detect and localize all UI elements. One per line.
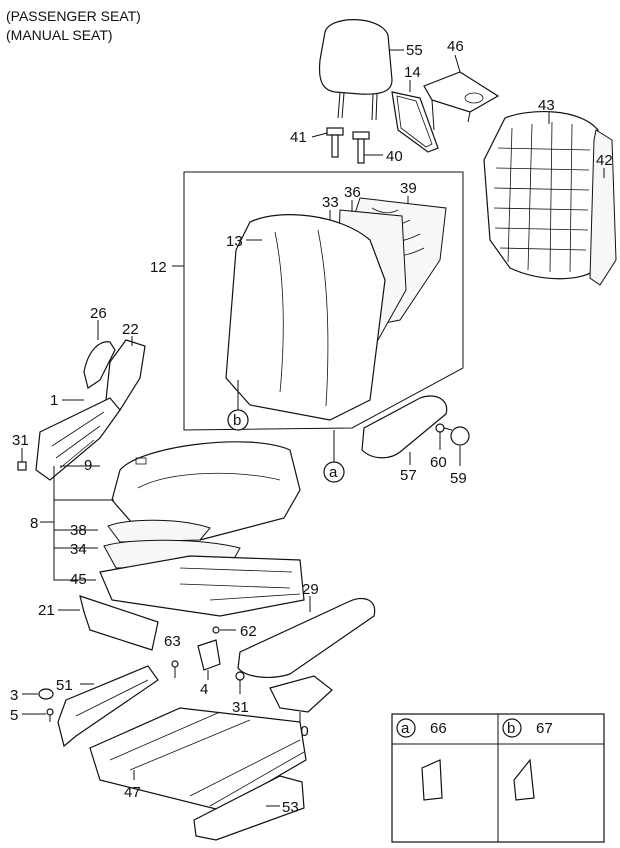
- callout-21: 21: [38, 602, 55, 619]
- cushion-assembly-bracket: [53, 466, 114, 581]
- callout-36: 36: [344, 184, 361, 201]
- callout-46: 46: [447, 38, 464, 55]
- screw-63: [171, 660, 179, 678]
- callout-43: 43: [538, 97, 555, 114]
- callout-59: 59: [450, 470, 467, 487]
- callout-63: 63: [164, 633, 181, 650]
- callout-29: 29: [302, 581, 319, 598]
- seat-back-assembly-box: [183, 171, 464, 431]
- callout-5: 5: [10, 707, 18, 724]
- callout-47: 47: [124, 784, 141, 801]
- seat-cushion: [111, 441, 301, 541]
- rail-cover-51: [57, 665, 159, 748]
- headrest-guide-right: [352, 131, 370, 164]
- bracket-4: [197, 639, 221, 671]
- legend-a-label: a: [401, 720, 410, 737]
- seat-pad-38: [107, 519, 211, 543]
- callout-22: 22: [122, 321, 139, 338]
- callout-33: 33: [322, 194, 339, 211]
- callout-45: 45: [70, 571, 87, 588]
- recliner-knob: [450, 426, 470, 446]
- side-trim-21: [79, 595, 159, 651]
- callout-31-top: 31: [12, 432, 29, 449]
- header-manual-seat: (MANUAL SEAT): [6, 27, 113, 43]
- marker-a: a: [329, 464, 338, 481]
- seat-shield-1: [35, 397, 121, 481]
- marker-a-circle: [323, 461, 345, 483]
- legend-marker-a-circle: [396, 718, 416, 738]
- callout-62: 62: [240, 623, 257, 640]
- callout-57: 57: [400, 467, 417, 484]
- callout-55: 55: [406, 42, 423, 59]
- callout-38: 38: [70, 522, 87, 539]
- bolt-62: [212, 626, 220, 634]
- clip-31-lower: [235, 671, 245, 681]
- callout-42: 42: [596, 152, 613, 169]
- callout-14: 14: [404, 64, 421, 81]
- callout-40: 40: [386, 148, 403, 165]
- cover-30: [269, 675, 333, 713]
- callout-34: 34: [70, 541, 87, 558]
- callout-3: 3: [10, 687, 18, 704]
- callout-26: 26: [90, 305, 107, 322]
- seat-cushion-frame: [99, 555, 305, 617]
- legend-a-part: 66: [430, 720, 447, 737]
- rail-cover-53: [193, 775, 305, 841]
- screw-5: [46, 708, 54, 722]
- marker-b: b: [233, 412, 241, 429]
- seat-back-board: [391, 91, 439, 153]
- callout-41: 41: [290, 129, 307, 146]
- callout-51: 51: [56, 677, 73, 694]
- seat-back-frame: [483, 111, 599, 280]
- legend-part-66: [421, 759, 443, 801]
- callout-53: 53: [282, 799, 299, 816]
- callout-12: 12: [150, 259, 167, 276]
- legend-part-67: [513, 758, 535, 801]
- recliner-cover: [361, 395, 448, 459]
- callout-60: 60: [430, 454, 447, 471]
- seat-back-cover-rear: [589, 129, 617, 286]
- callout-4: 4: [200, 681, 208, 698]
- legend-b-label: b: [507, 720, 515, 737]
- legend-box: [391, 713, 605, 843]
- callout-9: 9: [84, 457, 92, 474]
- clip-31-top: [17, 461, 27, 471]
- side-trim-29: [237, 597, 376, 678]
- callout-1: 1: [50, 392, 58, 409]
- seat-shield-26: [83, 341, 116, 389]
- callout-13: 13: [226, 233, 243, 250]
- callout-8: 8: [30, 515, 38, 532]
- seat-track-frame: [89, 707, 307, 811]
- legend-marker-b-circle: [502, 718, 522, 738]
- cap-3: [38, 688, 54, 700]
- seat-back-cushion: [225, 214, 386, 421]
- seat-back-tray: [423, 71, 500, 131]
- callout-31-lower: 31: [232, 699, 249, 716]
- headrest: [318, 19, 393, 121]
- legend-b-part: 67: [536, 720, 553, 737]
- header-passenger-seat: (PASSENGER SEAT): [6, 8, 141, 24]
- marker-b-circle: [227, 409, 249, 431]
- callout-39: 39: [400, 180, 417, 197]
- headrest-guide-left: [326, 127, 344, 158]
- recliner-screw: [435, 423, 453, 433]
